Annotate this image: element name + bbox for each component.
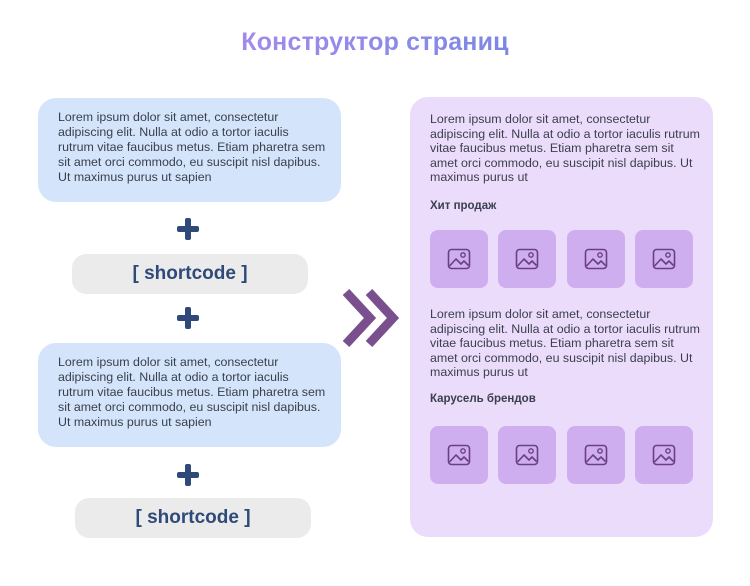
image-placeholder-icon xyxy=(447,248,471,270)
content-text-block-1: Lorem ipsum dolor sit amet, consectetur … xyxy=(38,98,341,202)
image-placeholder-icon xyxy=(652,248,676,270)
image-placeholder-tile xyxy=(635,230,693,288)
image-placeholder-icon xyxy=(515,444,539,466)
image-placeholder-tile xyxy=(567,230,625,288)
plus-icon xyxy=(177,307,199,329)
section-label-brand-carousel: Карусель брендов xyxy=(430,393,536,405)
content-text-block-2: Lorem ipsum dolor sit amet, consectetur … xyxy=(38,343,341,447)
image-placeholder-tile xyxy=(430,230,488,288)
image-placeholder-icon xyxy=(584,248,608,270)
image-placeholder-icon xyxy=(652,444,676,466)
product-tiles-row-1 xyxy=(430,230,693,288)
image-placeholder-icon xyxy=(515,248,539,270)
image-placeholder-tile xyxy=(430,426,488,484)
image-placeholder-tile xyxy=(567,426,625,484)
result-page-panel: Lorem ipsum dolor sit amet, consectetur … xyxy=(410,97,713,537)
double-chevron-right-icon xyxy=(342,288,400,348)
image-placeholder-tile xyxy=(635,426,693,484)
shortcode-block-2: [ shortcode ] xyxy=(75,498,311,538)
brand-tiles-row xyxy=(430,426,693,484)
page-title: Конструктор страниц xyxy=(0,28,750,57)
section-label-bestsellers: Хит продаж xyxy=(430,200,497,212)
image-placeholder-icon xyxy=(584,444,608,466)
shortcode-block-1: [ shortcode ] xyxy=(72,254,308,294)
plus-icon xyxy=(177,464,199,486)
image-placeholder-tile xyxy=(498,426,556,484)
image-placeholder-icon xyxy=(447,444,471,466)
image-placeholder-tile xyxy=(498,230,556,288)
panel-text-1: Lorem ipsum dolor sit amet, consectetur … xyxy=(430,112,700,184)
panel-text-2: Lorem ipsum dolor sit amet, consectetur … xyxy=(430,307,700,379)
plus-icon xyxy=(177,218,199,240)
